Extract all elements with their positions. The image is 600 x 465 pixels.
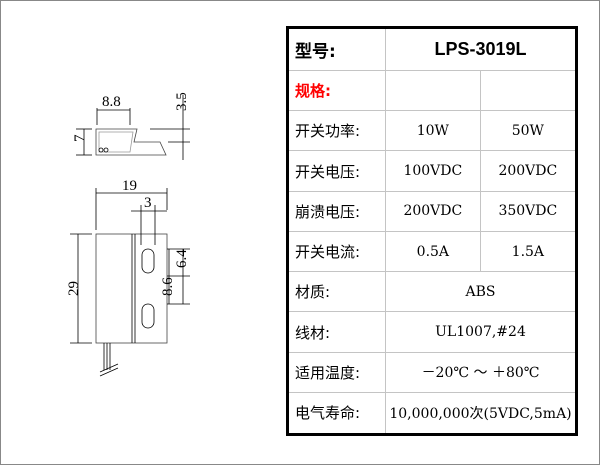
- spec-row: 规格:: [287, 69, 578, 112]
- row-value-1: 100VDC: [385, 150, 481, 192]
- temperature-value: －20℃ ～ ＋80℃: [385, 351, 577, 393]
- dim-top-height: 7: [72, 134, 88, 142]
- row-value-2: 50W: [479, 110, 578, 152]
- table-row: 开关电压: 100VDC 200VDC: [287, 150, 578, 192]
- model-row: 型号: LPS-3019L: [287, 27, 577, 71]
- front-view: 19 3 29 6.4 8.6: [66, 178, 190, 377]
- row-value-1: 0.5A: [385, 230, 481, 273]
- spec-label: 规格:: [287, 69, 386, 112]
- row-label: 开关电压:: [287, 150, 386, 192]
- dim-hole-a: 6.4: [174, 249, 190, 268]
- dim-width: 19: [122, 178, 137, 194]
- row-value-2: 1.5A: [479, 230, 578, 273]
- row-value-1: 10W: [385, 110, 481, 152]
- cross-section-view: 8.8 7 3.5: [72, 92, 190, 160]
- material-label: 材质:: [287, 271, 386, 313]
- dim-slot: 3: [144, 195, 152, 211]
- wire-row: 线材: UL1007,#24: [287, 311, 577, 353]
- model-value: LPS-3019L: [385, 27, 577, 71]
- model-label: 型号:: [287, 27, 386, 71]
- material-row: 材质: ABS: [287, 271, 577, 313]
- temperature-label: 适用温度:: [287, 351, 386, 393]
- dim-height: 29: [66, 281, 82, 296]
- dim-top-width: 8.8: [102, 94, 121, 110]
- row-label: 开关功率:: [287, 110, 386, 152]
- temperature-row: 适用温度: －20℃ ～ ＋80℃: [287, 351, 577, 393]
- dim-step: 3.5: [174, 92, 190, 111]
- wire-label: 线材:: [287, 311, 386, 353]
- material-value: ABS: [385, 271, 577, 313]
- spec-table: 型号: LPS-3019L 规格: 开关功率: 10W 50W 开关电压: 10…: [286, 26, 578, 436]
- table-row: 崩溃电压: 200VDC 350VDC: [287, 190, 578, 232]
- table-row: 开关电流: 0.5A 1.5A: [287, 230, 578, 273]
- technical-drawing: 8.8 7 3.5 19 3 29 6.4 8.6: [66, 92, 190, 377]
- row-value-2: 200VDC: [479, 150, 578, 192]
- life-row: 电气寿命: 10,000,000次(5VDC,5mA): [287, 391, 577, 436]
- dim-hole-b: 8.6: [160, 277, 176, 296]
- life-label: 电气寿命:: [287, 391, 386, 436]
- row-value-2: 350VDC: [479, 190, 578, 232]
- row-label: 崩溃电压:: [287, 190, 386, 232]
- row-value-1: 200VDC: [385, 190, 481, 232]
- row-label: 开关电流:: [287, 230, 386, 273]
- table-row: 开关功率: 10W 50W: [287, 110, 578, 152]
- life-value: 10,000,000次(5VDC,5mA): [385, 391, 577, 436]
- wire-value: UL1007,#24: [385, 311, 577, 353]
